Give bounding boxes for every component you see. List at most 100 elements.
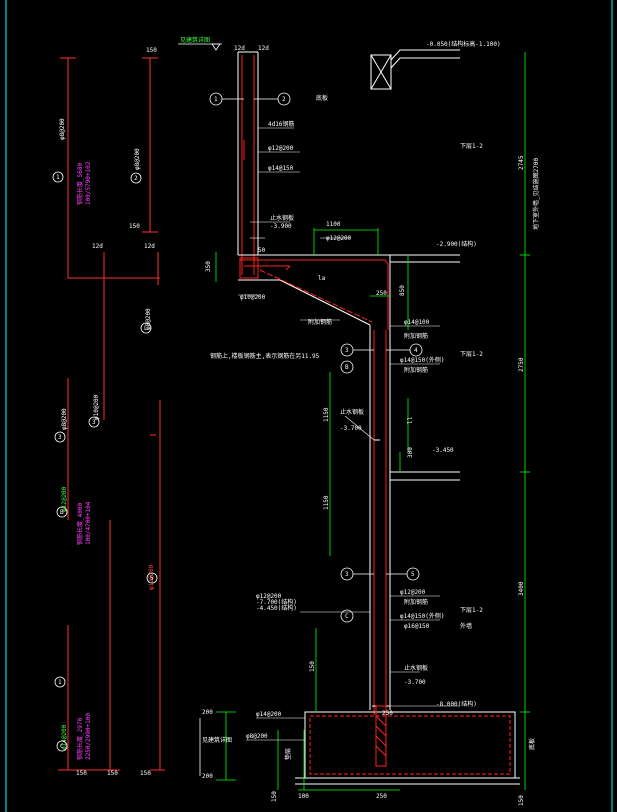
left-rotated-text-10: φ14@200 xyxy=(61,724,68,750)
callout-text: φ14@150(外侧) xyxy=(400,612,445,620)
upper-wall xyxy=(237,51,259,275)
callout-text: φ14@200 xyxy=(256,711,282,718)
left-rotated-text-5: φ10@200 xyxy=(93,394,100,420)
marker-label: 4 xyxy=(414,347,418,354)
callout-text: φ16@150 xyxy=(404,623,430,630)
dim-label: 850 xyxy=(399,285,406,296)
bar-marker-circle xyxy=(54,431,66,443)
bar-formula-text: 100/5790+102 xyxy=(85,161,92,205)
bottom-label-b-rot: 底板 xyxy=(528,738,536,750)
left-rotated-text-1: 钢筋长度_5680 100/5790+102 xyxy=(76,161,92,205)
dim-label: 300 xyxy=(407,447,414,458)
bar-marker-circle xyxy=(88,416,100,428)
callout-texts: 4d16钢筋 φ12@200 φ14@150 止水钢板 -3.900 φ12@2… xyxy=(240,120,477,740)
marker-label: 3 xyxy=(345,347,349,354)
top-markers: 12d 12d 见建筑详图 xyxy=(178,36,269,52)
callout-text: 4d16钢筋 xyxy=(268,120,294,128)
marker-label: B xyxy=(345,364,349,371)
bar-marker-circle xyxy=(140,322,152,334)
left-rotated-text-4: φ8@200 xyxy=(145,308,152,330)
callout-text: φ14@150(外侧) xyxy=(400,356,445,364)
section-tag: 底板 xyxy=(316,94,328,102)
main-bar-marker-labels: 1 2 3 4 B 3 5 C xyxy=(214,96,418,620)
bar-formula-text: 2250/2990+100 xyxy=(85,713,92,760)
slab-and-haunch xyxy=(238,254,460,330)
dim-rot-150: 150 xyxy=(309,661,316,672)
marker-label: 2 xyxy=(282,96,286,103)
callout-text: 附加钢筋 xyxy=(404,366,428,374)
section-tag: 下层1-2 xyxy=(460,143,483,150)
left-rotated-text-8: 钢筋长度_4000 100/4700+104 xyxy=(76,501,92,545)
callout-text: φ8@200 xyxy=(246,733,268,740)
left-rotated-text-9: φ12@200 xyxy=(148,564,155,590)
callout-text: φ12@200 xyxy=(400,589,426,596)
main-bar-markers xyxy=(209,92,423,623)
dim-label: 150 xyxy=(146,47,157,54)
dim-rot-1150a: 1150 xyxy=(323,407,330,422)
dim-label: 50 xyxy=(258,247,266,254)
dim-label: la xyxy=(318,275,326,282)
left-rotated-text-3: φ8@200 xyxy=(134,148,141,170)
dim-rot-2745: 2745 xyxy=(518,155,525,170)
bar-marker-circle xyxy=(56,740,68,752)
elevation-label: -8.000(结构) xyxy=(436,700,477,708)
callout-text: 底板 xyxy=(528,738,536,750)
left-labels: 150 150 12d 12d 150 150 150 xyxy=(76,47,157,777)
callout-text: φ14@100 xyxy=(404,319,430,326)
bar-length-text: 钢筋长度_2970 xyxy=(76,718,84,760)
dim-label: 2750 xyxy=(518,357,525,372)
dim-label: 150 xyxy=(76,770,87,777)
bar-marker-circle xyxy=(54,676,66,688)
bar-spec-text: φ12@200 xyxy=(148,564,155,590)
dim-label: ll xyxy=(407,416,414,424)
callout-text: 垫层 xyxy=(284,748,292,760)
dim-label: 150 xyxy=(140,770,151,777)
dim-label: 200 xyxy=(202,709,213,716)
dim-rot-ll: ll xyxy=(407,416,414,424)
callout-text: 止水钢板 xyxy=(270,214,294,222)
dim-rot-3400: 3400 xyxy=(518,581,525,596)
dim-label: 12d xyxy=(92,243,103,250)
dimension-texts: 1100 250 50 la 250 100 250 200 200 xyxy=(202,221,393,800)
section-tag: 下层1-2 xyxy=(460,351,483,358)
marker-label: 3 xyxy=(58,434,62,441)
wall-ref-text: 地下室外墙_见结施图2700 xyxy=(532,158,540,230)
section-tag: 下层1-2 xyxy=(460,607,483,614)
bottom-label-a-rot: 垫层 xyxy=(284,748,292,760)
marker-label: L xyxy=(144,325,148,332)
left-rotated-text-11: 钢筋长度_2970 2250/2990+100 xyxy=(76,713,92,760)
dim-label: 150 xyxy=(271,791,278,802)
bar-1-shape xyxy=(67,58,160,279)
bar-marker-circle xyxy=(130,172,142,184)
dim-label: 12d xyxy=(234,45,245,52)
section-tag: 外墙 xyxy=(460,622,472,630)
bar-spec-text: φ10@200 xyxy=(93,394,100,420)
elevation-label: -3.700 xyxy=(340,425,362,432)
lower-wall xyxy=(369,325,460,715)
marker-label: C xyxy=(60,743,64,750)
bar-marker-circle xyxy=(146,572,158,584)
dim-rot-300: 300 xyxy=(407,447,414,458)
bar-spec-text: φ14@200 xyxy=(61,724,68,750)
callout-text: φ12@200 xyxy=(268,145,294,152)
elevation-label: -0.050(结构标高-1.100) xyxy=(426,40,501,48)
dim-label: 150 xyxy=(309,661,316,672)
callout-leaders xyxy=(238,127,460,741)
dim-label: 150 xyxy=(107,770,118,777)
dim-label: 250 xyxy=(376,290,387,297)
marker-label: 3 xyxy=(92,419,96,426)
marker-label: 1 xyxy=(58,679,62,686)
bar-marker-circle xyxy=(52,171,64,183)
callout-text: 附加钢筋 xyxy=(404,332,428,340)
bar-spec-text: φ8@200 xyxy=(61,408,68,430)
dim-label: 12d xyxy=(144,243,155,250)
dim-label: 2745 xyxy=(518,155,525,170)
bottom-left-detail: 见建筑详图 xyxy=(199,718,232,776)
dim-label: 350 xyxy=(205,261,212,272)
marker-label: 1 xyxy=(214,96,218,103)
elevation-label: -7.700(结构) xyxy=(256,598,297,606)
bar-length-text: 钢筋长度_4000 xyxy=(76,503,84,545)
callout-text: 附加钢筋 xyxy=(308,318,332,326)
dim-label: 150 xyxy=(129,223,140,230)
callout-text: φ14@150 xyxy=(268,165,294,172)
